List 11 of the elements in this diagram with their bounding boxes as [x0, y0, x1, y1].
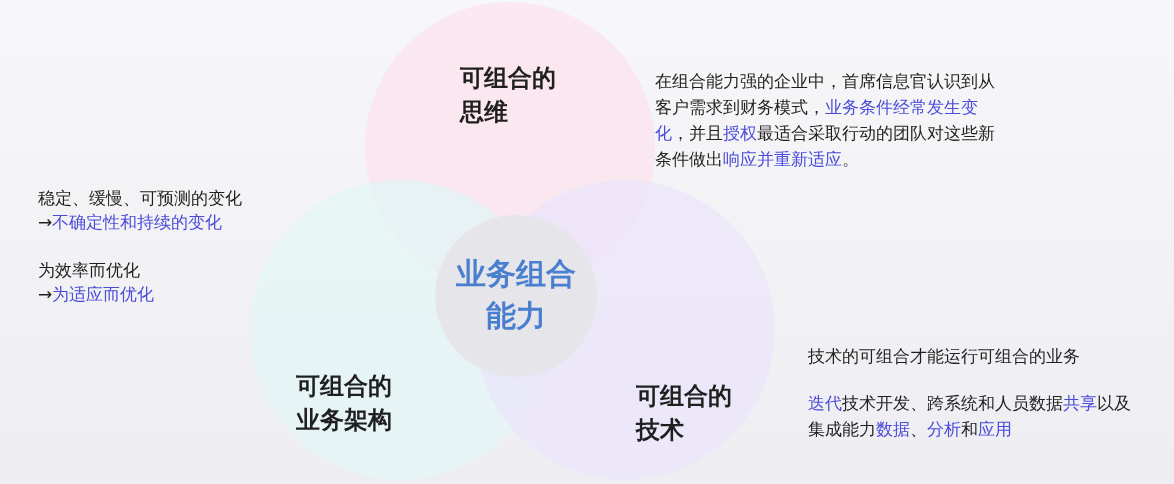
- note-text: →为适应而优化: [38, 283, 156, 306]
- note-text: 在组合能力强的企业中，首席信息官认识到从客户需求到财务模式，业务条件经常发生变化，并且授权最适合采取行动的团队对这些新条件做出响应并重新适应。: [655, 70, 996, 171]
- note-text: 技术的可组合才能运行可组合的业务: [808, 345, 1081, 368]
- segment-title: 可组合的技术: [636, 381, 733, 446]
- segment-title: 可组合的思维: [460, 63, 557, 128]
- segment-title: 可组合的业务架构: [296, 371, 393, 436]
- note-text: 迭代技术开发、跨系统和人员数据共享以及集成能力数据、分析和应用: [808, 392, 1132, 441]
- segment-title: 业务组合能力: [455, 255, 577, 335]
- note-text: 为效率而优化: [38, 259, 141, 282]
- note-text: 稳定、缓慢、可预测的变化: [38, 187, 243, 210]
- note-text: →不确定性和持续的变化: [38, 211, 224, 234]
